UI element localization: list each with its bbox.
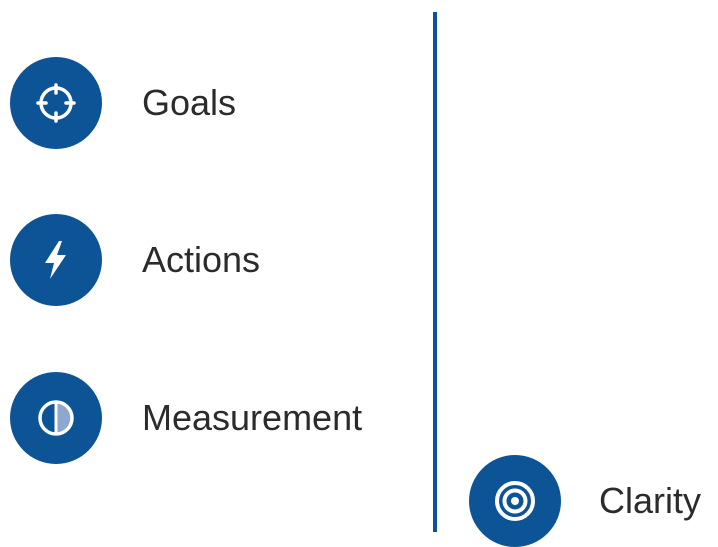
actions-item: Actions — [10, 214, 260, 306]
clarity-item: Clarity — [469, 455, 701, 547]
actions-icon-badge — [10, 214, 102, 306]
goals-label: Goals — [142, 82, 237, 123]
crosshair-icon — [36, 83, 76, 123]
vertical-divider — [433, 12, 437, 532]
measurement-item: Measurement — [10, 372, 362, 464]
target-bullseye-icon — [495, 481, 535, 521]
clarity-label: Clarity — [599, 480, 702, 521]
clarity-icon-badge — [469, 455, 561, 547]
goals-icon-badge — [10, 57, 102, 149]
measurement-label: Measurement — [142, 397, 363, 438]
measurement-icon-badge — [10, 372, 102, 464]
half-circle-icon — [38, 400, 74, 436]
lightning-bolt-icon — [45, 241, 66, 279]
actions-label: Actions — [142, 239, 261, 280]
goals-item: Goals — [10, 57, 236, 149]
